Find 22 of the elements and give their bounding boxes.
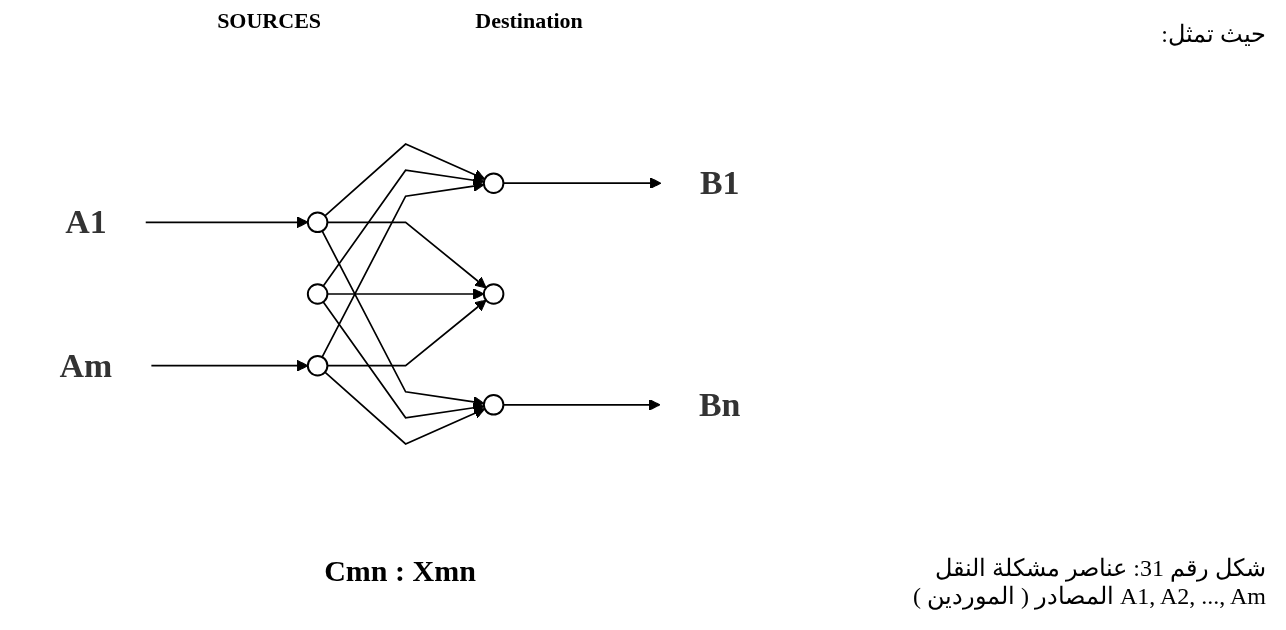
column-heading: SOURCES xyxy=(217,8,322,34)
node-text: A1 xyxy=(65,203,107,242)
column-heading: Destination xyxy=(475,8,583,34)
node-text: B1 xyxy=(699,164,740,203)
node-circle xyxy=(306,211,329,234)
cost-label: Cmn : Xmn xyxy=(324,554,476,587)
node-circle xyxy=(482,172,505,194)
note-text: A1, A2, ..., Am المصادر ( الموردين ) xyxy=(912,582,1266,610)
arrow xyxy=(321,230,485,408)
figure-caption: شكل رقم 31: عناصر مشكلة النقل xyxy=(934,554,1266,582)
node-text: Am xyxy=(59,346,113,385)
node-circle xyxy=(482,283,505,305)
note-text: حيث تمثل: xyxy=(1160,20,1266,48)
arrow xyxy=(322,169,485,287)
arrow xyxy=(324,143,486,217)
node-circle xyxy=(306,283,329,305)
node-text: Bn xyxy=(698,385,741,424)
node-circle xyxy=(306,354,329,377)
arrow xyxy=(321,180,485,358)
arrow xyxy=(324,371,486,445)
node-circle xyxy=(482,394,505,416)
arrow xyxy=(322,301,485,419)
